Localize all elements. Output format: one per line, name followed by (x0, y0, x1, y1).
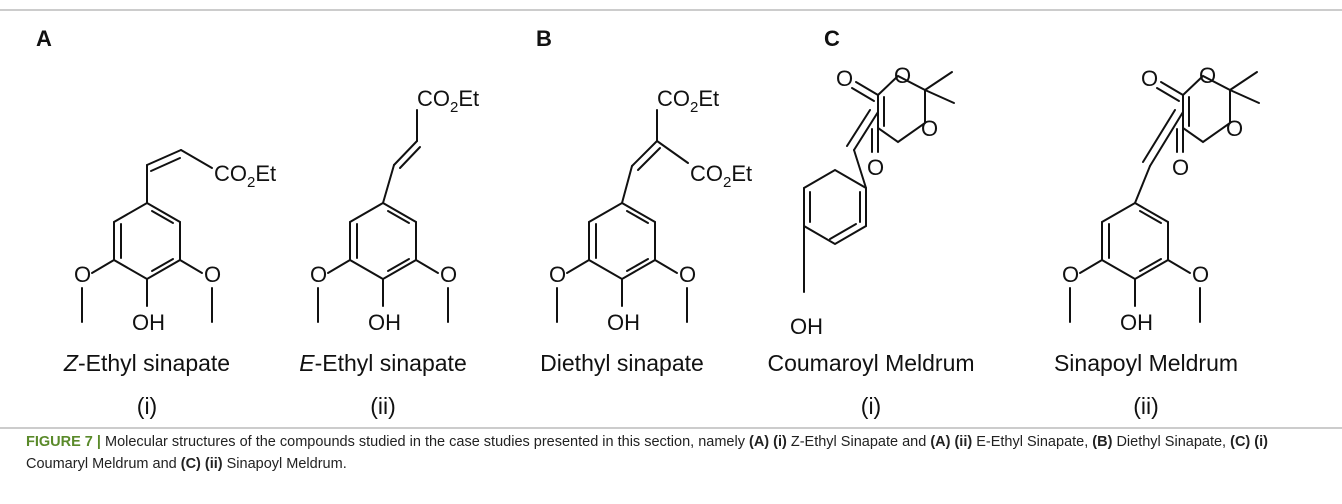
panel-letter-b: B (536, 26, 552, 51)
svg-text:OH: OH (132, 310, 165, 335)
caption-text-3: E-Ethyl Sinapate, (972, 434, 1093, 450)
sinapoyl-meldrum-structure: O O O O O O OH (1062, 63, 1260, 335)
caption-ref-b: (B) (1092, 434, 1113, 450)
compound-name-diethyl-sinapate: Diethyl sinapate (540, 350, 704, 376)
caption-ref-a-ii: (A) (ii) (930, 434, 973, 450)
z-ethyl-sinapate-structure: CO2Et O O OH (74, 149, 276, 335)
svg-text:O: O (679, 262, 696, 287)
compound-name-z-ethyl-sinapate: Z-Ethyl sinapate (63, 350, 230, 376)
svg-text:O: O (921, 116, 938, 141)
caption-text-2: Z-Ethyl Sinapate and (786, 434, 931, 450)
svg-text:OH: OH (368, 310, 401, 335)
caption-text-5: Coumaryl Meldrum and (26, 456, 181, 472)
svg-text:O: O (867, 155, 884, 180)
caption-text-6: Sinapoyl Meldrum. (222, 456, 347, 472)
compound-numeral-e-ethyl-sinapate: (ii) (370, 393, 396, 419)
svg-text:O: O (440, 262, 457, 287)
svg-text:O: O (310, 262, 327, 287)
coumaroyl-meldrum-structure: O O O O OH (790, 63, 955, 339)
svg-text:O: O (1062, 262, 1079, 287)
caption-text-1: Molecular structures of the compounds st… (100, 434, 749, 450)
e-ethyl-sinapate-structure: CO2Et O O OH (310, 86, 479, 335)
svg-text:CO2Et: CO2Et (417, 86, 479, 116)
svg-text:O: O (1192, 262, 1209, 287)
diethyl-sinapate-structure: CO2Et CO2Et O O OH (549, 86, 752, 335)
compound-numeral-coumaroyl-meldrum: (i) (861, 393, 881, 419)
svg-text:O: O (549, 262, 566, 287)
svg-text:O: O (204, 262, 221, 287)
caption-ref-c-i: (C) (i) (1230, 434, 1268, 450)
svg-text:CO2Et: CO2Et (657, 86, 719, 116)
svg-text:O: O (894, 63, 911, 88)
compound-name-e-ethyl-sinapate: E-Ethyl sinapate (299, 350, 466, 376)
panel-letter-a: A (36, 26, 52, 51)
svg-text:O: O (1199, 63, 1216, 88)
svg-text:OH: OH (607, 310, 640, 335)
caption-ref-c-ii: (C) (ii) (180, 456, 223, 472)
caption-figure-label: FIGURE 7 | (26, 434, 101, 450)
svg-text:CO2Et: CO2Et (214, 161, 276, 191)
molecular-structures-diagram: A B C CO2Et O O OH Z-Ethyl sinapate (i) … (0, 9, 1342, 429)
svg-text:O: O (1172, 155, 1189, 180)
svg-text:O: O (1226, 116, 1243, 141)
svg-text:O: O (836, 66, 853, 91)
caption-text-4: Diethyl Sinapate, (1112, 434, 1231, 450)
figure-caption: FIGURE 7 | Molecular structures of the c… (26, 431, 1316, 475)
svg-text:O: O (74, 262, 91, 287)
svg-text:OH: OH (1120, 310, 1153, 335)
svg-text:O: O (1141, 66, 1158, 91)
compound-numeral-sinapoyl-meldrum: (ii) (1133, 393, 1159, 419)
compound-numeral-z-ethyl-sinapate: (i) (137, 393, 157, 419)
caption-ref-a-i: (A) (i) (748, 434, 787, 450)
compound-name-sinapoyl-meldrum: Sinapoyl Meldrum (1054, 350, 1238, 376)
svg-text:CO2Et: CO2Et (690, 161, 752, 191)
compound-name-coumaroyl-meldrum: Coumaroyl Meldrum (767, 350, 974, 376)
svg-text:OH: OH (790, 314, 823, 339)
panel-letter-c: C (824, 26, 840, 51)
